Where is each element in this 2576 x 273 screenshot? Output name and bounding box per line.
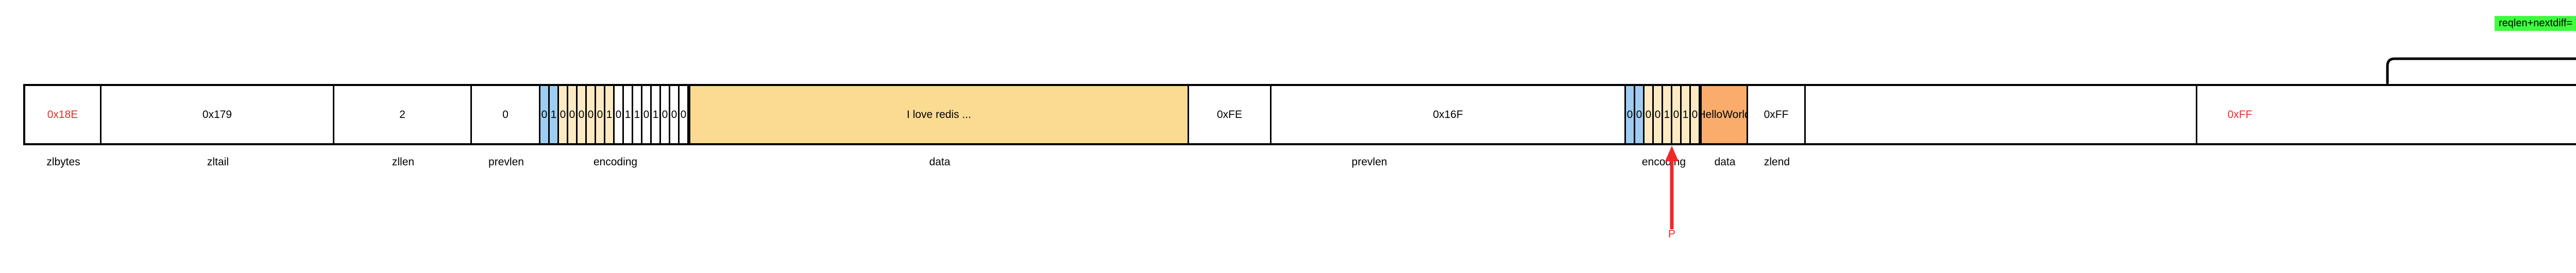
encoding-bit: 0 [559, 86, 568, 143]
caption-zlbytes: zlbytes [46, 156, 80, 168]
encoding-bit: 0 [1626, 86, 1635, 143]
segment-caption-row: zlbytes zltail zllen prevlen encoding data pre… [0, 156, 2576, 177]
segment-value: 0x16F [1433, 108, 1463, 121]
segment-tail-ff: 0xFF [2197, 86, 2282, 143]
segment-data-1: I love redis ... [690, 86, 1189, 143]
pointer-p-label: P [1668, 228, 1675, 240]
encoding-bit: 0 [596, 86, 605, 143]
encoding-bit: 1 [550, 86, 559, 143]
segment-value: 2 [399, 108, 405, 121]
segment-value: 0x179 [202, 108, 232, 121]
encoding-bit: 0 [1691, 86, 1700, 143]
segment-zllen: 2 [334, 86, 472, 143]
encoding-bit: 1 [633, 86, 642, 143]
encoding-bit: 1 [605, 86, 615, 143]
segment-value: HelloWorld [1698, 108, 1751, 121]
encoding-bit: 0 [1635, 86, 1645, 143]
segment-free-space [1806, 86, 2197, 143]
segment-data-2: HelloWorld [1698, 86, 1751, 143]
encoding-bit: 0 [661, 86, 670, 143]
encoding-bit: 1 [652, 86, 661, 143]
encoding-bit: 1 [1682, 86, 1691, 143]
encoding-bit: 0 [1672, 86, 1682, 143]
reqlen-annotation-label: reqlen+nextdiff= 7 + 0=7 [2495, 16, 2576, 31]
caption-data-1: data [929, 156, 951, 168]
encoding-bit: 0 [615, 86, 624, 143]
encoding-bit: 0 [568, 86, 578, 143]
segment-value: 0xFE [1216, 108, 1242, 121]
encoding-bit: 0 [578, 86, 587, 143]
segment-prevlen-1: 0 [472, 86, 540, 143]
segment-value: 0xFF [2227, 108, 2252, 121]
segment-value: 0xFF [1764, 108, 1789, 121]
segment-value: 0 [502, 108, 509, 121]
encoding-bit: 0 [670, 86, 680, 143]
reqlen-brace [2385, 45, 2576, 84]
caption-zltail: zltail [207, 156, 229, 168]
encoding-bit: 0 [1645, 86, 1654, 143]
segment-value: I love redis ... [907, 108, 971, 121]
caption-encoding-1: encoding [593, 156, 638, 168]
segment-zlbytes: 0x18E [25, 86, 101, 143]
pointer-p-marker: P [1660, 146, 1684, 257]
encoding-bit: 0 [540, 86, 550, 143]
encoding-bit: 1 [1663, 86, 1672, 143]
curly-brace-icon [2386, 57, 2576, 84]
encoding-bit: 0 [642, 86, 652, 143]
segment-zltail: 0x179 [101, 86, 334, 143]
pointer-arrow-icon [1665, 146, 1679, 229]
caption-prevlen-1: prevlen [488, 156, 524, 168]
segment-prevlen-2b: 0x16F [1272, 86, 1626, 143]
segment-zlend: 0xFF [1748, 86, 1806, 143]
encoding-bit: 1 [624, 86, 633, 143]
caption-data-2: data [1714, 156, 1736, 168]
caption-zlend: zlend [1764, 156, 1790, 168]
caption-zllen: zllen [392, 156, 415, 168]
segment-value: 0x18E [47, 108, 78, 121]
encoding-bit: 0 [587, 86, 596, 143]
encoding-bit: 0 [680, 86, 689, 143]
segment-prevlen-2a: 0xFE [1189, 86, 1272, 143]
encoding-bit: 0 [1654, 86, 1663, 143]
caption-prevlen-2a: prevlen [1351, 156, 1387, 168]
